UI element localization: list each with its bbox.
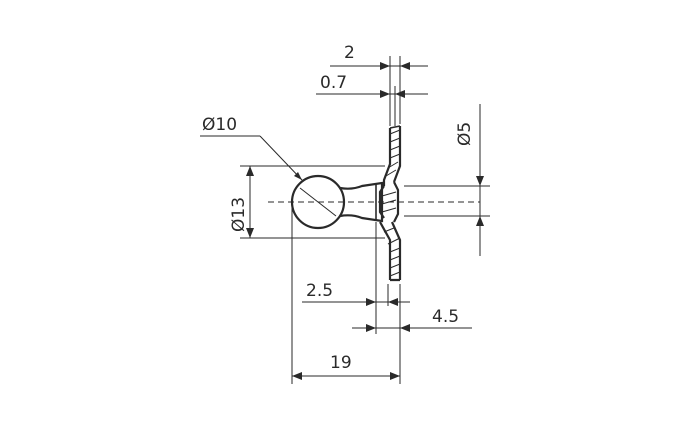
dim-label-d10: Ø10: [202, 115, 237, 135]
dim-label-0-7: 0.7: [320, 73, 347, 93]
dim-plate-offset: 4.5: [352, 307, 472, 332]
dim-label-2: 2: [344, 43, 355, 63]
clip-lower: [379, 221, 402, 282]
dim-hole-diameter: Ø5: [455, 104, 484, 256]
dim-ball-diameter: Ø10: [200, 115, 303, 181]
ball-diagonal: [299, 187, 337, 217]
dim-neck-height: Ø13: [229, 166, 254, 238]
clip-ring: [378, 181, 400, 223]
clip-upper-hatch: [385, 129, 401, 177]
dim-label-2-5: 2.5: [306, 281, 333, 301]
clip-ring-fill: [381, 191, 397, 213]
dim-label-d5: Ø5: [455, 122, 475, 146]
dim-label-d13: Ø13: [229, 197, 249, 232]
dim-label-4-5: 4.5: [432, 307, 459, 327]
clip-lower-hatch: [383, 227, 401, 277]
neck: [339, 181, 384, 223]
clip-top-cap: [389, 125, 401, 129]
dim-top-thickness: 0.7: [316, 73, 428, 98]
dim-label-19: 19: [330, 353, 352, 373]
dim-neck-offset: 2.5: [302, 281, 410, 306]
clip-upper: [382, 126, 402, 186]
dim-total-length: 19: [292, 353, 400, 380]
extension-lines: [240, 56, 490, 384]
dim-top-width: 2: [330, 43, 428, 70]
ball-stud: [268, 125, 480, 282]
